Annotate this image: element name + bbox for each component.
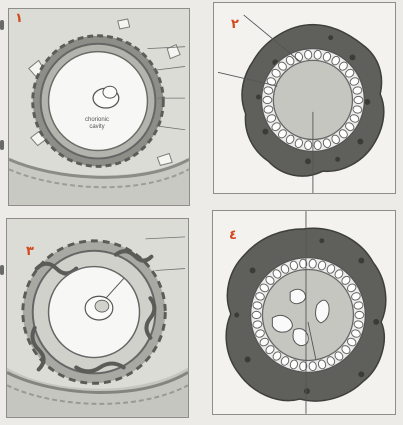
panel-3: ٣ (6, 218, 189, 418)
panel-1-label: ١ (15, 12, 23, 25)
trophoblast-cell (252, 311, 261, 318)
chorionic-sac-villi-diagram (7, 219, 188, 417)
trophoblast-cell (263, 96, 272, 103)
trophoblast-cell (354, 96, 363, 103)
panel-3-label: ٣ (26, 245, 34, 258)
edge-mark (0, 20, 4, 30)
trophoblast-cell (309, 259, 317, 269)
panel-2: ٢ (213, 2, 396, 194)
edge-mark (0, 265, 4, 275)
trophoblast-cell (309, 361, 317, 371)
trophoblast-cell (304, 50, 312, 60)
villus-cross-section-2 (214, 3, 395, 193)
panel-4-label: ٤ (229, 229, 237, 242)
edge-mark (0, 140, 4, 150)
chorionic-sac-diagram (9, 9, 189, 205)
villus-cross-section-4 (213, 211, 395, 414)
trophoblast-cell (314, 140, 322, 150)
trophoblast-cell (355, 311, 364, 318)
panel-2-label: ٢ (231, 18, 239, 31)
trophoblast-cell (304, 140, 312, 150)
panel-1: ١ chorionic cavity (8, 8, 190, 206)
trophoblast-cell (314, 50, 322, 60)
panel-4: ٤ (212, 210, 396, 415)
chorionic-cavity-label: chorionic cavity (77, 117, 117, 131)
